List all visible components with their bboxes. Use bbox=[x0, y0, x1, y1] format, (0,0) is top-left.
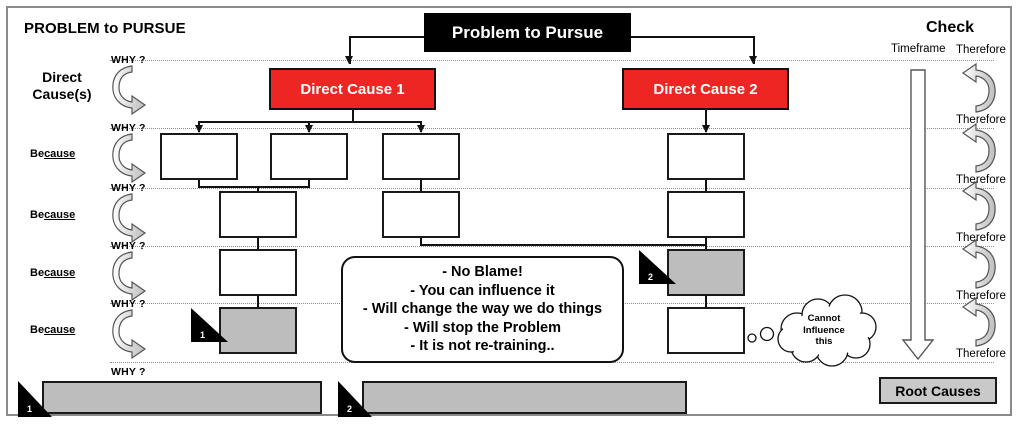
callout-line-3: - Will change the way we do things bbox=[362, 301, 603, 318]
because-prefix: Be bbox=[30, 209, 45, 221]
connector-dc1-stem bbox=[352, 110, 354, 121]
connector-dc2-r2-r3 bbox=[705, 180, 707, 198]
why-label-5: WHY ? bbox=[111, 298, 146, 310]
therefore-label-5: Therefore bbox=[956, 348, 1006, 360]
connector-r2a-down bbox=[198, 180, 200, 188]
therefore-label-2: Therefore bbox=[956, 174, 1006, 186]
why-label-4: WHY ? bbox=[111, 240, 146, 252]
because-underlined: cause bbox=[44, 148, 76, 160]
connector-center-r3-r4 bbox=[257, 238, 259, 256]
cause-box-r2-c4[interactable] bbox=[667, 133, 745, 180]
connector-center-r4-r5 bbox=[257, 296, 259, 314]
criteria-callout: - No Blame! - You can influence it - Wil… bbox=[341, 256, 624, 363]
connector-r2-merge bbox=[198, 186, 310, 188]
connector-col3-down bbox=[420, 238, 422, 246]
therefore-arrow-3 bbox=[961, 180, 996, 231]
cloud-text-line3: this bbox=[815, 336, 833, 347]
sidelabel-because-1: Because bbox=[30, 148, 75, 160]
therefore-label-3: Therefore bbox=[956, 232, 1006, 244]
sidelabel-because-4: Because bbox=[30, 324, 75, 336]
page-title-left: PROBLEM to PURSUE bbox=[24, 20, 186, 37]
connector-r2b-down bbox=[308, 180, 310, 188]
connector-top-right-drop bbox=[753, 36, 755, 64]
guideline-row-2 bbox=[110, 128, 994, 129]
why-arrow-1 bbox=[112, 65, 147, 116]
because-prefix: Be bbox=[30, 148, 45, 160]
why-arrow-5 bbox=[112, 309, 147, 360]
problem-to-pursue-node[interactable]: Problem to Pursue bbox=[424, 13, 631, 52]
sidelabel-because-3: Because bbox=[30, 267, 75, 279]
cause-box-r2-c3[interactable] bbox=[382, 133, 460, 180]
root-causes-node[interactable]: Root Causes bbox=[879, 377, 997, 404]
cloud-text: Cannot Influence this bbox=[788, 313, 860, 348]
connector-top-left-drop bbox=[349, 36, 351, 64]
connector-dc2-stem bbox=[705, 110, 707, 132]
root-cause-bar-1[interactable] bbox=[42, 381, 322, 414]
connector-r2c-down bbox=[420, 180, 422, 198]
why-label-2: WHY ? bbox=[111, 122, 146, 134]
cloud-text-line1: Cannot bbox=[807, 313, 841, 324]
cloud-text-line2: Influence bbox=[803, 324, 845, 336]
callout-line-4: - Will stop the Problem bbox=[404, 319, 561, 336]
sidelabel-direct-causes-line1: Direct bbox=[42, 69, 82, 85]
connector-dc2-r3-r4 bbox=[705, 238, 707, 256]
connector-col3-right bbox=[420, 244, 705, 246]
callout-line-5: - It is not re-training.. bbox=[410, 338, 555, 355]
because-prefix: Be bbox=[30, 324, 45, 336]
therefore-arrow-1 bbox=[961, 62, 996, 113]
page-title-right: Check bbox=[926, 19, 975, 36]
guideline-row-1 bbox=[110, 60, 994, 61]
connector-dc2-r4-r5 bbox=[705, 296, 707, 314]
why-label-3: WHY ? bbox=[111, 182, 146, 194]
direct-cause-1-node[interactable]: Direct Cause 1 bbox=[269, 68, 436, 110]
because-underlined: cause bbox=[44, 267, 76, 279]
timeframe-label: Timeframe bbox=[891, 43, 946, 55]
callout-line-2: - You can influence it bbox=[410, 282, 555, 299]
cause-box-r2-c2[interactable] bbox=[270, 133, 348, 180]
therefore-header-label: Therefore bbox=[956, 44, 1006, 56]
therefore-label-1: Therefore bbox=[956, 114, 1006, 126]
because-underlined: cause bbox=[44, 209, 76, 221]
why-label-1: WHY ? bbox=[111, 54, 146, 66]
why-arrow-2 bbox=[112, 133, 147, 184]
cause-box-r4-c1[interactable] bbox=[219, 249, 297, 296]
because-underlined: cause bbox=[44, 324, 76, 336]
cause-box-r3-c2[interactable] bbox=[382, 191, 460, 238]
root-cause-box-r4-c3[interactable] bbox=[667, 249, 745, 296]
root-cause-bar-2[interactable] bbox=[362, 381, 687, 414]
sidelabel-direct-causes: Direct Cause(s) bbox=[23, 69, 101, 103]
direct-cause-2-node[interactable]: Direct Cause 2 bbox=[622, 68, 789, 110]
cause-box-r3-c3[interactable] bbox=[667, 191, 745, 238]
connector-dc1-bus bbox=[198, 121, 422, 123]
callout-line-1: - No Blame! bbox=[442, 264, 523, 281]
root-cause-box-r5-c1[interactable] bbox=[219, 307, 297, 354]
sidelabel-direct-causes-line2: Cause(s) bbox=[32, 86, 92, 102]
therefore-arrow-4 bbox=[961, 238, 996, 289]
guideline-row-3 bbox=[110, 188, 994, 189]
guideline-row-4 bbox=[110, 246, 994, 247]
cause-box-r3-c1[interactable] bbox=[219, 191, 297, 238]
therefore-label-4: Therefore bbox=[956, 290, 1006, 302]
why-arrow-4 bbox=[112, 251, 147, 302]
therefore-arrow-2 bbox=[961, 122, 996, 173]
why-label-6: WHY ? bbox=[111, 366, 146, 378]
sidelabel-because-2: Because bbox=[30, 209, 75, 221]
why-arrow-3 bbox=[112, 193, 147, 244]
cause-box-r2-c1[interactable] bbox=[160, 133, 238, 180]
because-prefix: Be bbox=[30, 267, 45, 279]
therefore-arrow-5 bbox=[961, 296, 996, 347]
cause-box-r5-c3[interactable] bbox=[667, 307, 745, 354]
